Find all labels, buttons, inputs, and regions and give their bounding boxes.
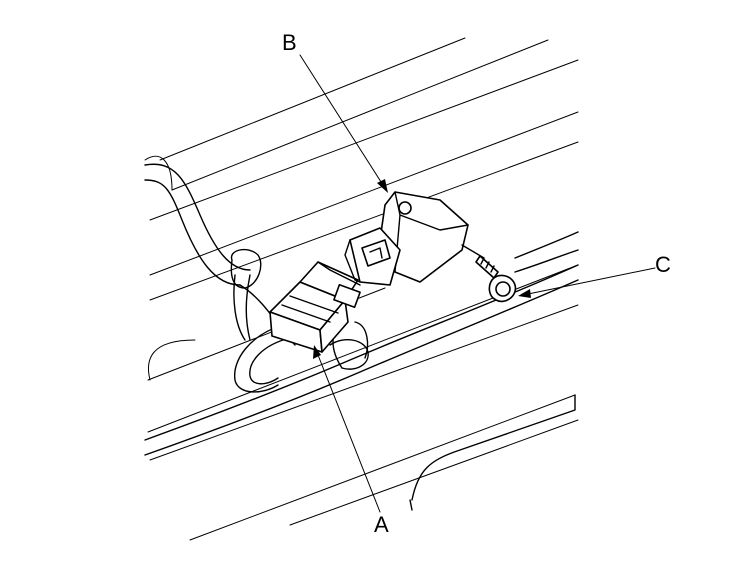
- callout-label-b: B: [282, 30, 297, 55]
- leader-lines: [299, 54, 656, 513]
- sensor-b: [344, 191, 469, 286]
- body-panel-lines: [144, 37, 579, 541]
- pigtail-wire: [234, 324, 291, 393]
- bolt-c: [461, 244, 517, 303]
- connector-a: [269, 261, 361, 353]
- callout-label-a: A: [374, 512, 389, 537]
- wire-harness: [144, 163, 579, 456]
- callout-label-c: C: [655, 252, 671, 277]
